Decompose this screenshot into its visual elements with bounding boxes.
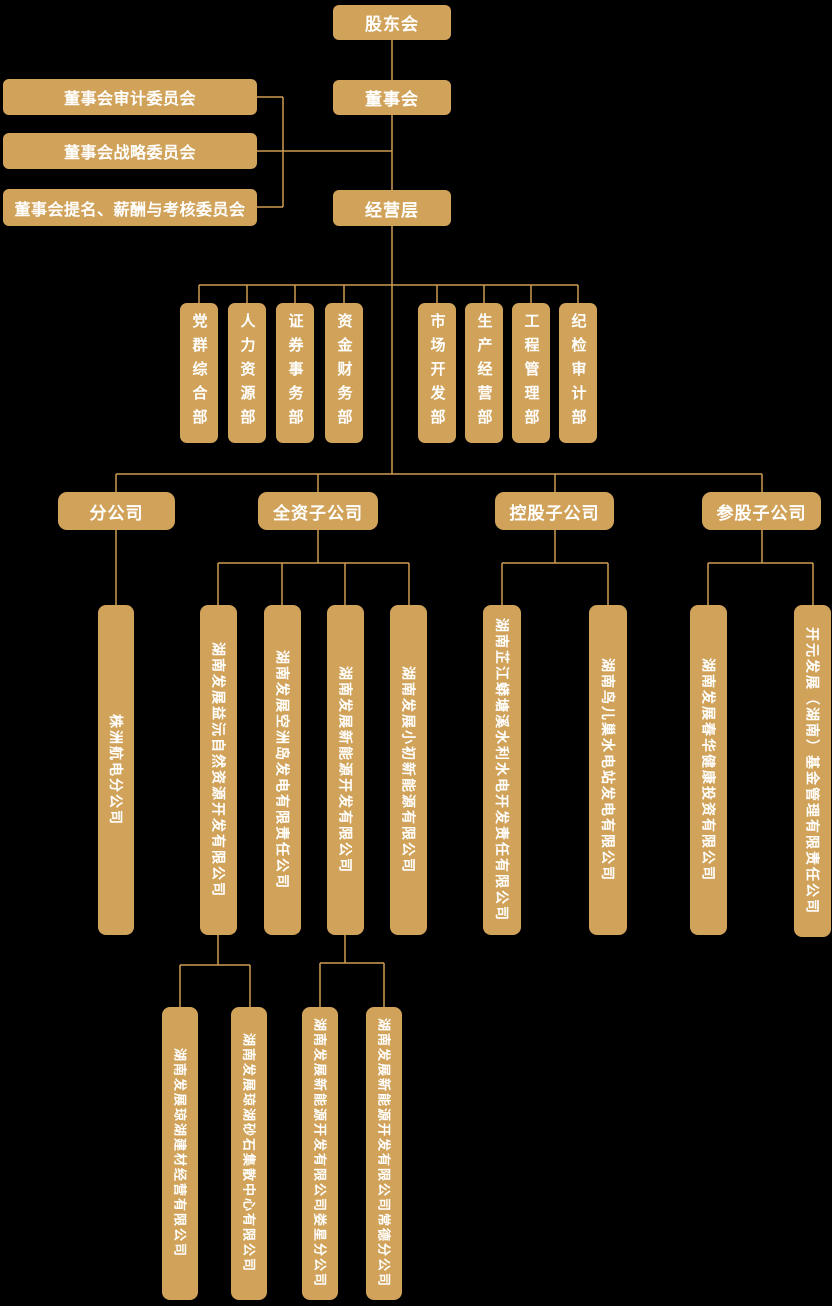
node-company-zhuzhou-hangdian-branch: 株洲航电分公司	[98, 605, 134, 935]
node-company-xiaochu-new-energy: 湖南发展小初新能源有限公司	[390, 605, 427, 935]
node-label: 股东会	[365, 15, 419, 34]
node-dept-finance: 资金财务部	[325, 303, 363, 443]
node-label: 工程管理部	[522, 313, 540, 433]
node-label: 湖南发展琼湖建材经营有限公司	[172, 1048, 188, 1259]
node-category-participating-subsidiaries: 参股子公司	[702, 492, 821, 530]
node-company-chunhua-health-investment: 湖南发展春华健康投资有限公司	[690, 605, 727, 935]
node-label: 湖南芷江蟒塘溪水利水电开发责任有限公司	[494, 618, 510, 922]
node-company-kongzhoudao-power: 湖南发展空洲岛发电有限责任公司	[264, 605, 301, 935]
node-label: 开元发展（湖南）基金管理有限责任公司	[804, 627, 821, 915]
connector-line	[198, 284, 579, 303]
node-label: 纪检审计部	[569, 313, 587, 433]
node-company-new-energy-louxing-branch: 湖南发展新能源开发有限公司娄星分公司	[302, 1007, 338, 1300]
node-label: 湖南发展新能源开发有限公司	[337, 666, 354, 874]
node-committee-nomination-remuneration: 董事会提名、薪酬与考核委员会	[3, 189, 257, 226]
node-label: 湖南鸟儿巢水电站发电有限公司	[600, 658, 616, 882]
node-label: 湖南发展琼湖砂石集散中心有限公司	[241, 1033, 257, 1274]
node-label: 湖南发展益沅自然资源开发有限公司	[210, 642, 227, 898]
connector-line	[501, 530, 609, 605]
node-dept-human-resources: 人力资源部	[228, 303, 266, 443]
node-category-holding-subsidiaries: 控股子公司	[495, 492, 614, 530]
node-label: 党群综合部	[190, 313, 208, 433]
node-label: 经营层	[365, 200, 419, 220]
node-dept-engineering-management: 工程管理部	[512, 303, 550, 443]
node-committee-strategy: 董事会战略委员会	[3, 133, 257, 169]
connector-line	[115, 473, 763, 492]
node-category-branch-companies: 分公司	[58, 492, 175, 530]
node-label: 全资子公司	[273, 503, 363, 523]
node-label: 市场开发部	[428, 313, 446, 433]
node-dept-market-development: 市场开发部	[418, 303, 456, 443]
node-company-kaiyuan-fund-management: 开元发展（湖南）基金管理有限责任公司	[794, 605, 831, 937]
node-company-yiyuan-natural-resources: 湖南发展益沅自然资源开发有限公司	[200, 605, 237, 935]
node-dept-discipline-audit: 纪检审计部	[559, 303, 597, 443]
node-label: 董事会审计委员会	[63, 91, 196, 108]
node-label: 董事会	[365, 90, 419, 109]
connector-line	[217, 530, 410, 605]
node-company-zhijiang-mangtangxi-hydro: 湖南芷江蟒塘溪水利水电开发责任有限公司	[483, 605, 521, 935]
connector-line	[319, 935, 385, 1007]
node-company-new-energy-development: 湖南发展新能源开发有限公司	[327, 605, 364, 935]
node-label: 湖南发展春华健康投资有限公司	[700, 658, 717, 882]
node-board-of-directors: 董事会	[333, 80, 451, 115]
node-label: 分公司	[89, 503, 144, 523]
node-shareholders-meeting: 股东会	[333, 5, 451, 40]
node-label: 湖南发展新能源开发有限公司常德分公司	[376, 1018, 392, 1289]
node-label: 生产经营部	[475, 313, 493, 433]
connector-line	[257, 96, 392, 208]
node-label: 人力资源部	[238, 313, 256, 433]
node-dept-securities-affairs: 证券事务部	[276, 303, 314, 443]
node-dept-party-affairs: 党群综合部	[180, 303, 218, 443]
node-label: 湖南发展新能源开发有限公司娄星分公司	[312, 1018, 328, 1289]
node-label: 证券事务部	[286, 313, 304, 433]
node-label: 资金财务部	[335, 313, 353, 433]
node-company-new-energy-changde-branch: 湖南发展新能源开发有限公司常德分公司	[366, 1007, 402, 1300]
node-company-qionghu-sand-gravel-center: 湖南发展琼湖砂石集散中心有限公司	[231, 1007, 267, 1300]
node-label: 董事会战略委员会	[63, 145, 196, 162]
node-label: 湖南发展小初新能源有限公司	[400, 666, 417, 874]
connector-line	[707, 530, 814, 605]
node-label: 湖南发展空洲岛发电有限责任公司	[274, 650, 291, 890]
node-committee-audit: 董事会审计委员会	[3, 79, 257, 115]
node-category-wholly-owned-subsidiaries: 全资子公司	[258, 492, 378, 530]
node-label: 株洲航电分公司	[108, 714, 124, 826]
node-label: 参股子公司	[716, 503, 807, 523]
node-label: 董事会提名、薪酬与考核委员会	[14, 201, 246, 219]
node-management-level: 经营层	[333, 190, 451, 226]
connector-line	[179, 935, 251, 1007]
node-dept-production-operation: 生产经营部	[465, 303, 503, 443]
node-label: 控股子公司	[509, 503, 600, 523]
node-company-niaoerchao-hydropower: 湖南鸟儿巢水电站发电有限公司	[589, 605, 627, 935]
node-company-qionghu-building-materials: 湖南发展琼湖建材经营有限公司	[162, 1007, 198, 1300]
